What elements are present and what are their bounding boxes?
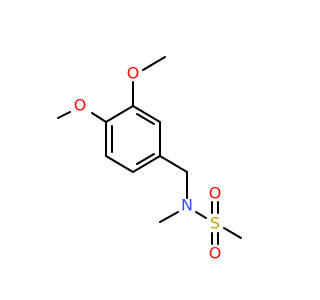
- atom-n-amine: N: [181, 196, 193, 215]
- bond-n-methyl: [159, 211, 179, 223]
- atom-labels: O O N S O O: [74, 64, 222, 263]
- bond-s-methyl: [223, 227, 242, 239]
- ring-double-bond-b: [136, 153, 155, 165]
- atom-o-upper-methoxy: O: [127, 64, 140, 83]
- atom-o-lower-methoxy: O: [74, 96, 87, 115]
- bond-n-s: [195, 211, 207, 219]
- bond-ring-ch2: [159, 155, 188, 173]
- bonds: [57, 56, 242, 245]
- atom-s-sulfonyl: S: [210, 214, 220, 233]
- ring-bond-1: [105, 105, 134, 123]
- ring-bond-5: [105, 155, 134, 173]
- molecule-structure: O O N S O O: [57, 56, 242, 263]
- bond-methyl-o-upper: [142, 56, 166, 71]
- ring-bond-2: [132, 105, 161, 123]
- atom-o-sulfonyl-top: O: [209, 184, 222, 203]
- bond-methyl-o-lower: [57, 111, 71, 119]
- atom-o-sulfonyl-bottom: O: [209, 244, 222, 263]
- bond-o-lower-ring: [91, 112, 107, 123]
- ring-bond-4: [132, 155, 161, 173]
- ring-double-bond-a: [136, 113, 155, 125]
